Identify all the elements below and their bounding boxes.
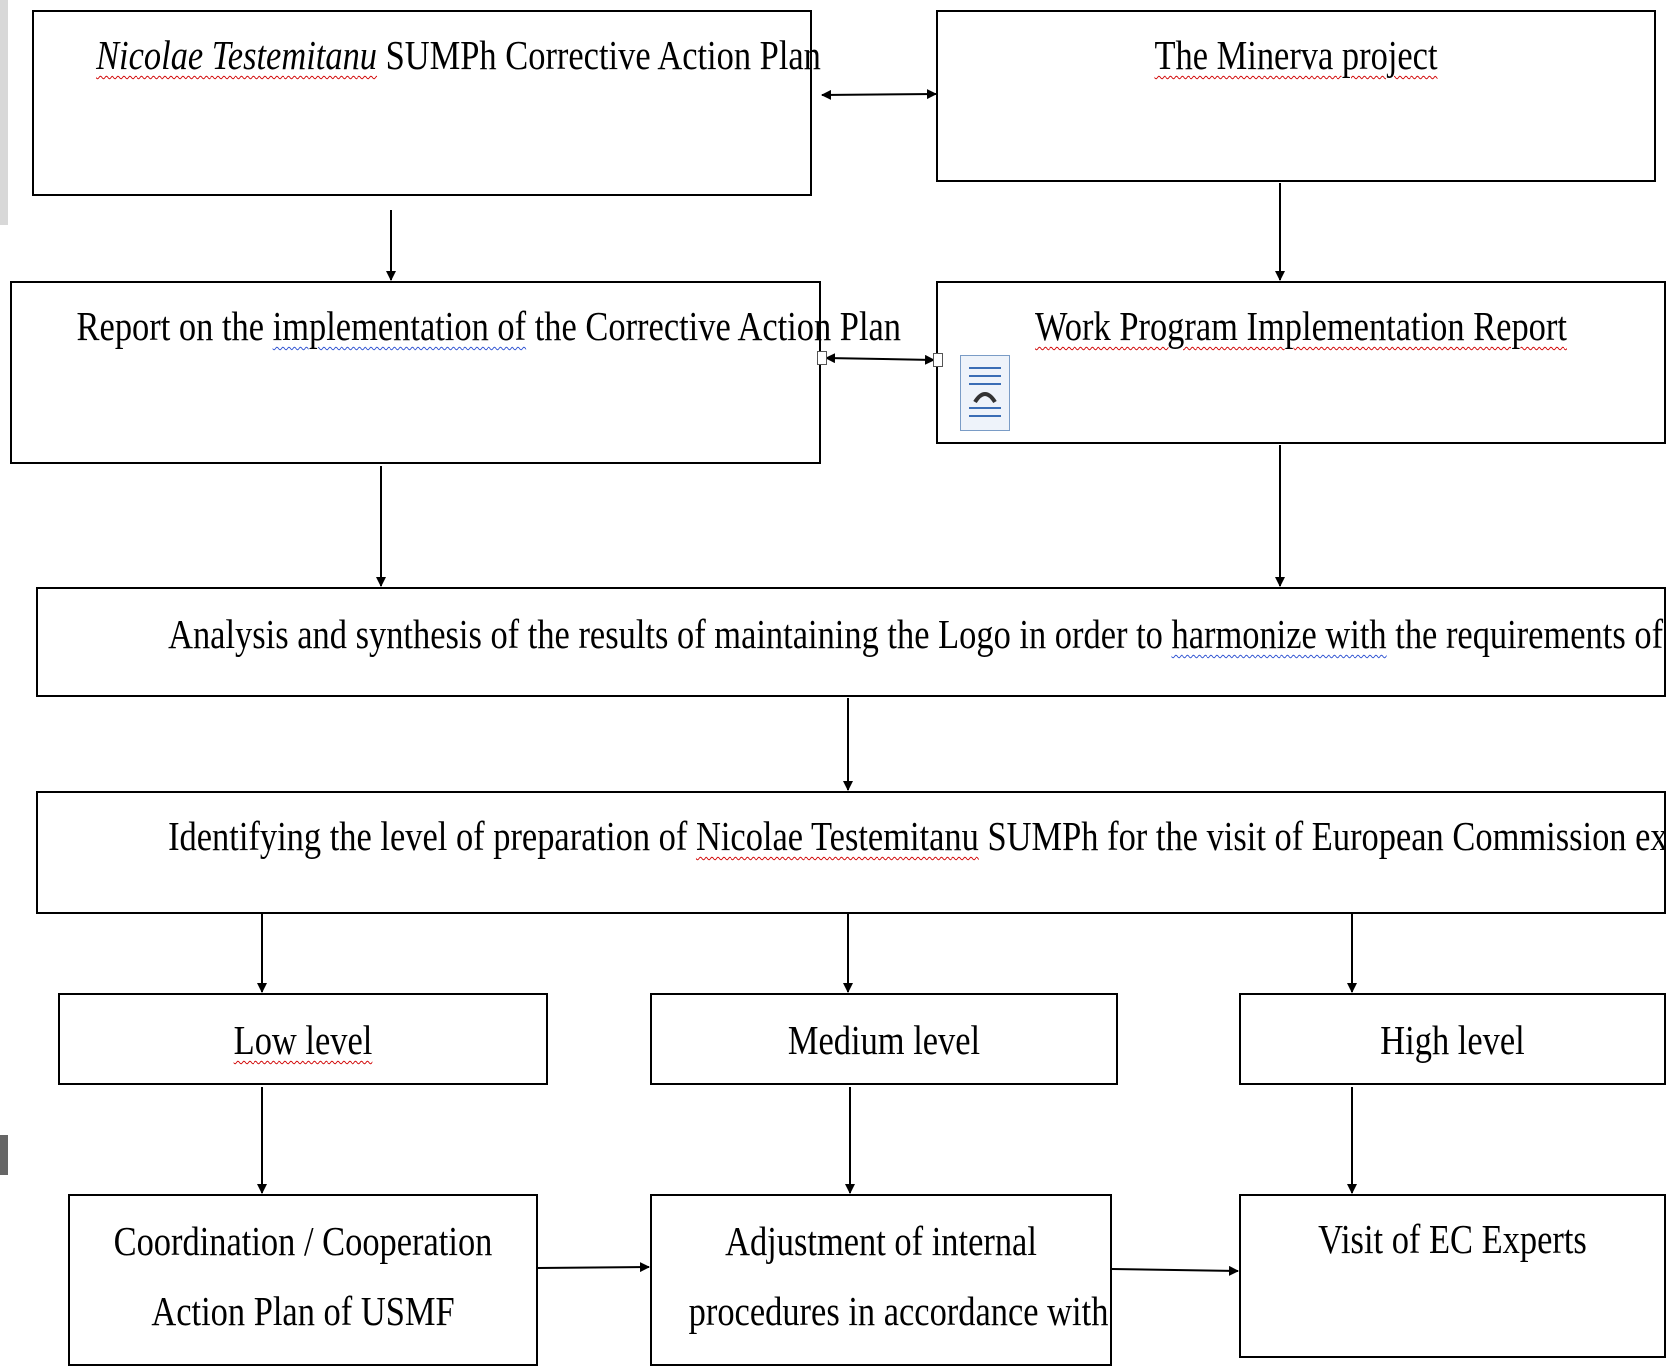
left-edge-shade-top — [0, 0, 8, 225]
left-edge-shade-bottom — [0, 1135, 8, 1175]
box-low-level-label: Low level — [233, 1017, 373, 1063]
label-after: the Corrective Action Plan — [534, 303, 902, 349]
box-high-level: High level — [1239, 993, 1666, 1085]
box-medium-level-label: Medium level — [787, 1017, 981, 1063]
label-after: SUMPh for the visit of European Commissi… — [987, 813, 1666, 859]
label-underlined: harmonize with — [1171, 611, 1387, 657]
box-corrective-action-plan: Nicolae Testemitanu SUMPh Corrective Act… — [32, 10, 821, 196]
label-rest: SUMPh Corrective Action Plan — [385, 32, 821, 78]
box-minerva-project-label: The Minerva project — [1154, 32, 1438, 78]
label-underlined: Nicolae Testemitanu — [695, 813, 979, 859]
box-visit-label: Visit of EC Experts — [1318, 1216, 1587, 1262]
box-coordination-line2: Action Plan of USMF — [151, 1288, 455, 1334]
label-before: Report on the — [76, 303, 265, 349]
connector-handle-left[interactable] — [817, 351, 827, 365]
box-adjustment-line1: Adjustment of internal — [725, 1218, 1037, 1264]
arrow-cap-minerva — [821, 89, 937, 100]
box-report-corrective-action-plan: Report on the implementation of the Corr… — [10, 281, 901, 464]
box-adjustment-line2: procedures in accordance with — [688, 1288, 1109, 1334]
box-coordination-cooperation: Coordination / Cooperation Action Plan o… — [68, 1194, 538, 1366]
box-report-label: Report on the implementation of the Corr… — [76, 303, 901, 350]
label-before: Analysis and synthesis of the results of… — [168, 611, 1163, 657]
box-work-program-label: Work Program Implementation Report — [1035, 303, 1567, 349]
box-work-program-report: Work Program Implementation Report — [936, 281, 1666, 444]
connector-handle-right[interactable] — [933, 353, 943, 367]
layout-options-icon[interactable] — [960, 355, 1010, 431]
arrow-coordination-to-adjustment — [537, 1262, 650, 1273]
box-analysis-synthesis: Analysis and synthesis of the results of… — [36, 587, 1666, 697]
box-identifying-label: Identifying the level of preparation of … — [168, 813, 1666, 860]
label-before: Identifying the level of preparation of — [168, 813, 688, 859]
box-coordination-line1: Coordination / Cooperation — [113, 1218, 493, 1264]
box-analysis-label: Analysis and synthesis of the results of… — [168, 611, 1666, 658]
box-minerva-project: The Minerva project — [936, 10, 1656, 182]
box-adjustment-procedures: Adjustment of internal procedures in acc… — [650, 1194, 1112, 1366]
label-after: the requirements of the — [1395, 611, 1666, 657]
box-high-level-label: High level — [1380, 1017, 1525, 1063]
box-corrective-action-plan-label: Nicolae Testemitanu SUMPh Corrective Act… — [96, 32, 821, 79]
arrow-adjustment-to-visit — [1111, 1265, 1239, 1276]
box-medium-level: Medium level — [650, 993, 1118, 1085]
arrow-report-workprogram — [825, 353, 935, 365]
label-italic-name: Nicolae Testemitanu — [96, 32, 378, 78]
box-visit-ec-experts: Visit of EC Experts — [1239, 1194, 1666, 1358]
box-low-level: Low level — [58, 993, 548, 1085]
label-underlined: implementation of — [272, 303, 527, 349]
box-identifying-level: Identifying the level of preparation of … — [36, 791, 1666, 914]
